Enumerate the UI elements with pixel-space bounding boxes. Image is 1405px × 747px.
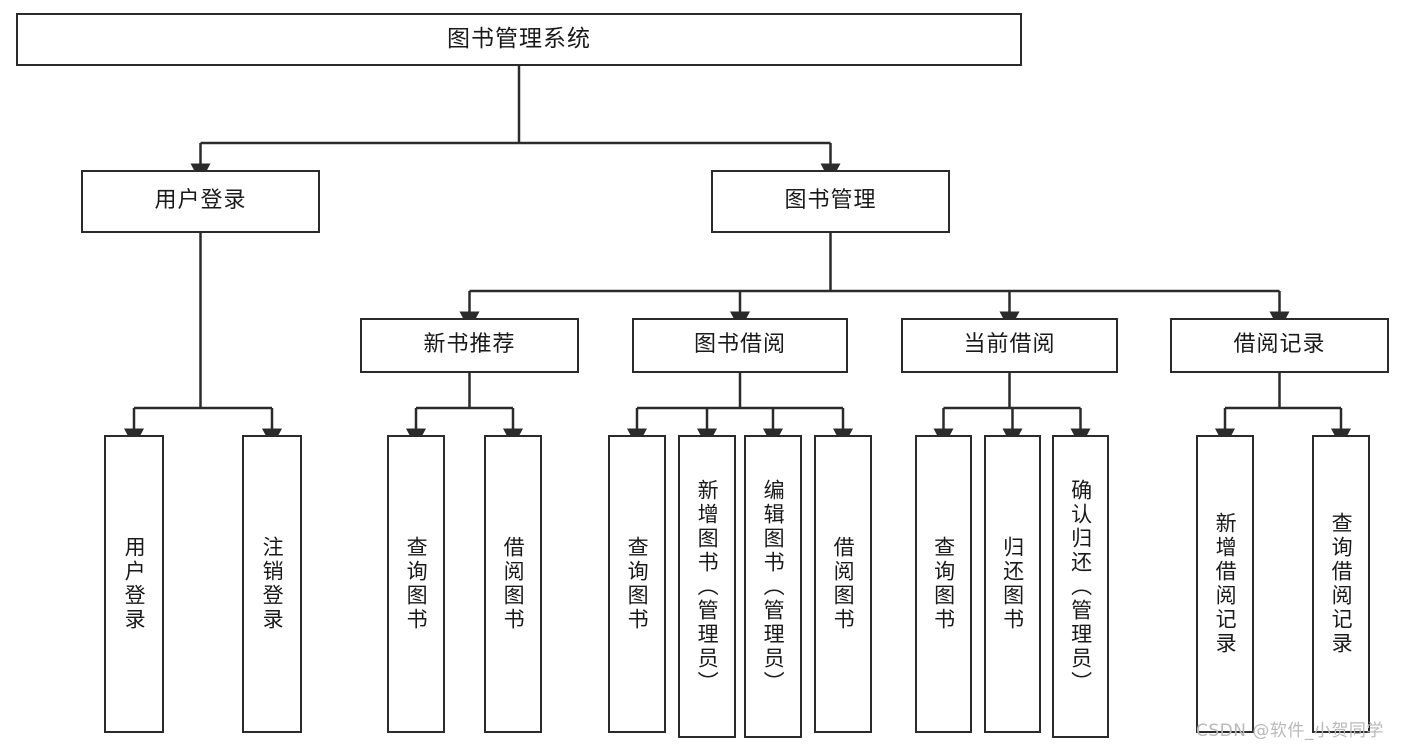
node-login-2[interactable]: 注销登录 — [242, 435, 302, 733]
node-label: 用户登录 — [154, 188, 247, 214]
node-borrow[interactable]: 图书借阅 — [632, 318, 848, 373]
node-label: 注销登录 — [260, 536, 285, 632]
node-current[interactable]: 当前借阅 — [901, 318, 1118, 373]
node-label: 新书推荐 — [423, 332, 516, 358]
node-borrow-4[interactable]: 借阅图书 — [814, 435, 872, 733]
node-label: 查询借阅记录 — [1329, 512, 1354, 656]
node-borrow-2[interactable]: 新增图书（管理员） — [678, 435, 736, 738]
edge-group — [124, 66, 1351, 448]
node-label: 查询图书 — [931, 536, 956, 632]
node-label: 图书管理 — [784, 188, 877, 214]
node-newbook-2[interactable]: 借阅图书 — [484, 435, 542, 733]
node-label: 图书借阅 — [693, 332, 786, 358]
node-newbook-1[interactable]: 查询图书 — [387, 435, 445, 733]
node-login-1[interactable]: 用户登录 — [104, 435, 164, 733]
node-label: 查询图书 — [404, 536, 429, 632]
node-borrow-3[interactable]: 编辑图书（管理员） — [744, 435, 802, 738]
node-label: 当前借阅 — [963, 332, 1056, 358]
node-label: 查询图书 — [625, 536, 650, 632]
node-label: 借阅图书 — [501, 536, 526, 632]
node-records-1[interactable]: 新增借阅记录 — [1196, 435, 1254, 733]
node-login[interactable]: 用户登录 — [81, 170, 320, 233]
node-label: 用户登录 — [122, 536, 147, 632]
node-label: 新增图书（管理员） — [695, 478, 720, 695]
node-bookmgmt[interactable]: 图书管理 — [711, 170, 950, 233]
node-borrow-1[interactable]: 查询图书 — [608, 435, 666, 733]
node-records-2[interactable]: 查询借阅记录 — [1312, 435, 1370, 733]
node-label: 借阅图书 — [831, 536, 856, 632]
node-current-2[interactable]: 归还图书 — [984, 435, 1041, 733]
node-newbook[interactable]: 新书推荐 — [360, 318, 579, 373]
node-label: 归还图书 — [1000, 536, 1025, 632]
node-label: 新增借阅记录 — [1213, 512, 1238, 656]
watermark-credit: CSDN @软件_小贺同学 — [1196, 721, 1384, 741]
node-label: 确认归还（管理员） — [1068, 478, 1093, 695]
node-current-3[interactable]: 确认归还（管理员） — [1052, 435, 1109, 738]
node-root[interactable]: 图书管理系统 — [16, 13, 1022, 66]
node-current-1[interactable]: 查询图书 — [915, 435, 972, 733]
node-label: 编辑图书（管理员） — [761, 478, 786, 695]
node-label: 图书管理系统 — [447, 25, 591, 52]
node-label: 借阅记录 — [1233, 332, 1326, 358]
node-records[interactable]: 借阅记录 — [1170, 318, 1389, 373]
